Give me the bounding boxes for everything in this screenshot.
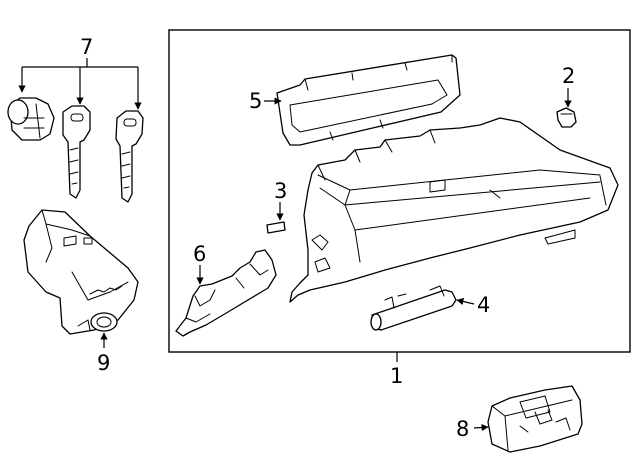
part-2-clip xyxy=(556,107,577,128)
assembly-frame xyxy=(168,29,631,353)
part-7-lock-and-keys xyxy=(7,97,144,203)
part-6-latch xyxy=(175,249,277,337)
part-4-damper xyxy=(370,285,457,331)
callout-4: 4 xyxy=(477,293,490,317)
part-5-door-panel xyxy=(276,54,461,146)
callout-6: 6 xyxy=(193,242,206,266)
callout-7: 7 xyxy=(80,35,93,59)
part-1-glove-box xyxy=(289,117,619,303)
callout-1: 1 xyxy=(390,364,403,388)
leader-lines xyxy=(18,58,572,432)
part-8-module xyxy=(487,385,583,453)
callout-3: 3 xyxy=(274,179,287,203)
part-9-ignition-switch xyxy=(23,209,139,335)
callout-5: 5 xyxy=(249,89,262,113)
callout-8: 8 xyxy=(456,417,469,441)
callout-9: 9 xyxy=(97,351,110,375)
part-3-bumper xyxy=(266,221,286,234)
callout-2: 2 xyxy=(562,64,575,88)
